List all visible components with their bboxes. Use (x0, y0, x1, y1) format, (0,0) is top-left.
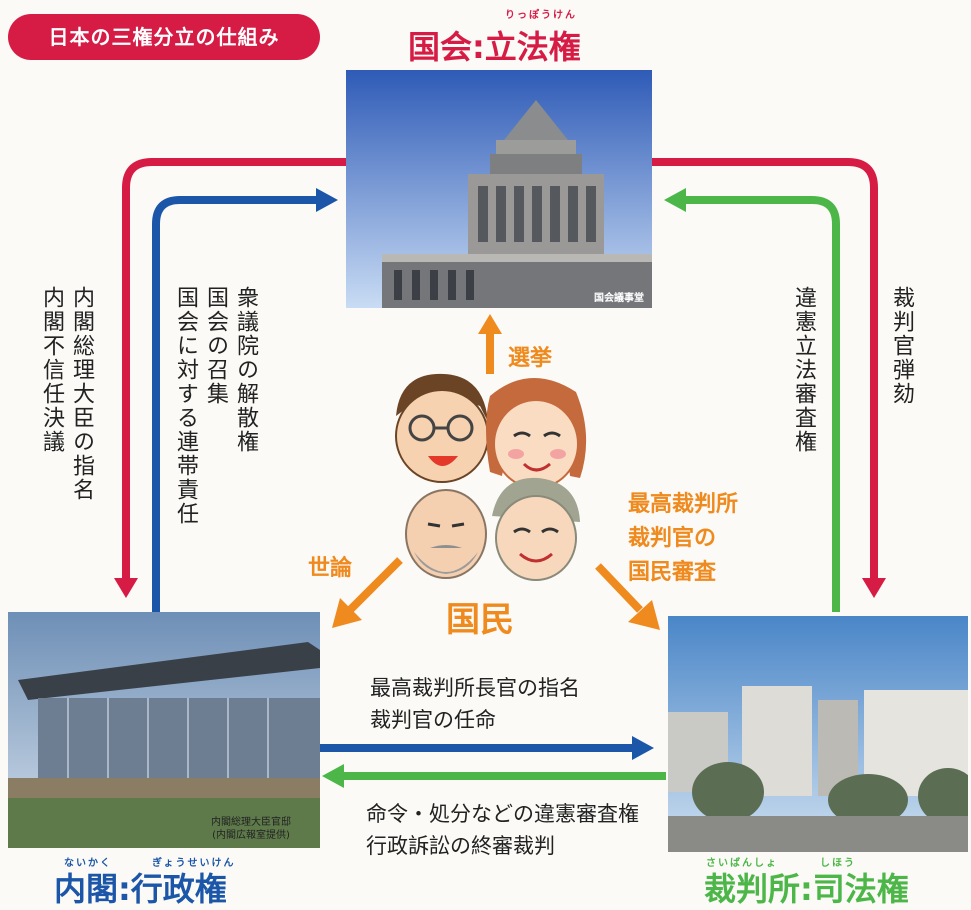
arrowhead-people-to-diet (478, 314, 502, 334)
relation-cabinet-to-diet-line2: 国会の召集 (203, 286, 228, 406)
relation-cabinet-to-court: 最高裁判所長官の指名 裁判官の任命 (370, 672, 580, 736)
relation-people-to-court-line1: 最高裁判所 (628, 492, 739, 517)
arrowhead-diet-to-court (862, 578, 886, 598)
arrow-people-to-court (595, 563, 643, 613)
relation-court-to-diet: 違憲立法審査権 (791, 286, 816, 454)
cabinet-photo-caption-line2: (内閣広報室提供) (212, 830, 290, 841)
arrowhead-cabinet-to-court (632, 736, 654, 760)
judicial-ruby-right: しほう (820, 858, 856, 869)
executive-ruby-left: ないかく (64, 858, 112, 869)
arrowhead-people-to-cabinet (332, 598, 362, 628)
relation-people-to-court-line3: 国民審査 (628, 560, 717, 585)
relation-court-to-cabinet-line2: 行政訴訟の終審裁判 (366, 834, 555, 858)
arrow-diet-to-cabinet (122, 158, 348, 580)
legislative-title: 国会:立法権 (408, 28, 581, 66)
relation-people-to-diet: 選挙 (508, 346, 553, 371)
face-man-glasses (395, 373, 489, 483)
arrowhead-people-to-court (628, 600, 660, 630)
arrowhead-court-to-cabinet (322, 764, 344, 788)
relation-diet-to-cabinet: 内閣総理大臣の指名 内閣不信任決議 (36, 286, 96, 502)
relation-people-to-court: 最高裁判所 裁判官の 国民審査 (628, 488, 738, 590)
relation-court-to-cabinet: 命令・処分などの違憲審査権 行政訴訟の終審裁判 (366, 798, 639, 862)
relation-cabinet-to-court-line1: 最高裁判所長官の指名 (370, 676, 580, 700)
face-old-woman (492, 477, 580, 581)
relation-diet-to-cabinet-line1: 内閣総理大臣の指名 (69, 286, 94, 502)
executive-title: 内閣:行政権 (54, 870, 227, 908)
relation-cabinet-to-court-line2: 裁判官の任命 (370, 708, 496, 732)
diet-photo-caption: 国会議事堂 (594, 293, 644, 304)
arrow-people-to-cabinet (347, 557, 403, 613)
executive-ruby-right: ぎょうせいけん (152, 858, 236, 869)
arrowhead-cabinet-to-diet (316, 188, 338, 212)
face-woman (486, 377, 587, 489)
relation-cabinet-to-diet-line1: 衆議院の解散権 (233, 286, 258, 454)
relation-people-to-cabinet: 世論 (308, 556, 353, 581)
arrowhead-court-to-diet (664, 188, 686, 212)
judicial-title: 裁判所:司法権 (704, 870, 909, 908)
arrowhead-diet-to-cabinet (114, 578, 138, 598)
people-illustration (395, 373, 587, 581)
relation-court-to-cabinet-line1: 命令・処分などの違憲審査権 (366, 802, 639, 826)
relation-people-to-court-line2: 裁判官の (628, 526, 717, 551)
people-label: 国民 (446, 600, 514, 640)
face-old-man (405, 489, 487, 579)
supreme-court-photo (668, 616, 968, 852)
cabinet-office-photo: 内閣総理大臣官邸 (内閣広報室提供) (8, 612, 320, 848)
relation-diet-to-cabinet-line2: 内閣不信任決議 (39, 286, 64, 454)
diet-building-photo: 国会議事堂 (346, 70, 652, 308)
relation-diet-to-court: 裁判官弾劾 (889, 286, 914, 406)
judicial-ruby-left: さいばんしょ (706, 858, 778, 869)
arrow-cabinet-to-diet (152, 196, 318, 612)
legislative-ruby: りっぽうけん (505, 10, 577, 21)
arrow-court-to-diet (684, 196, 840, 612)
diagram-title-badge: 日本の三権分立の仕組み (8, 14, 320, 60)
relation-cabinet-to-diet-line3: 国会に対する連帯責任 (173, 286, 198, 526)
cabinet-photo-caption-line1: 内閣総理大臣官邸 (211, 817, 291, 828)
arrow-diet-to-court (652, 158, 878, 580)
relation-cabinet-to-diet: 衆議院の解散権 国会の召集 国会に対する連帯責任 (170, 286, 260, 526)
cabinet-photo-caption: 内閣総理大臣官邸 (内閣広報室提供) (186, 816, 316, 842)
